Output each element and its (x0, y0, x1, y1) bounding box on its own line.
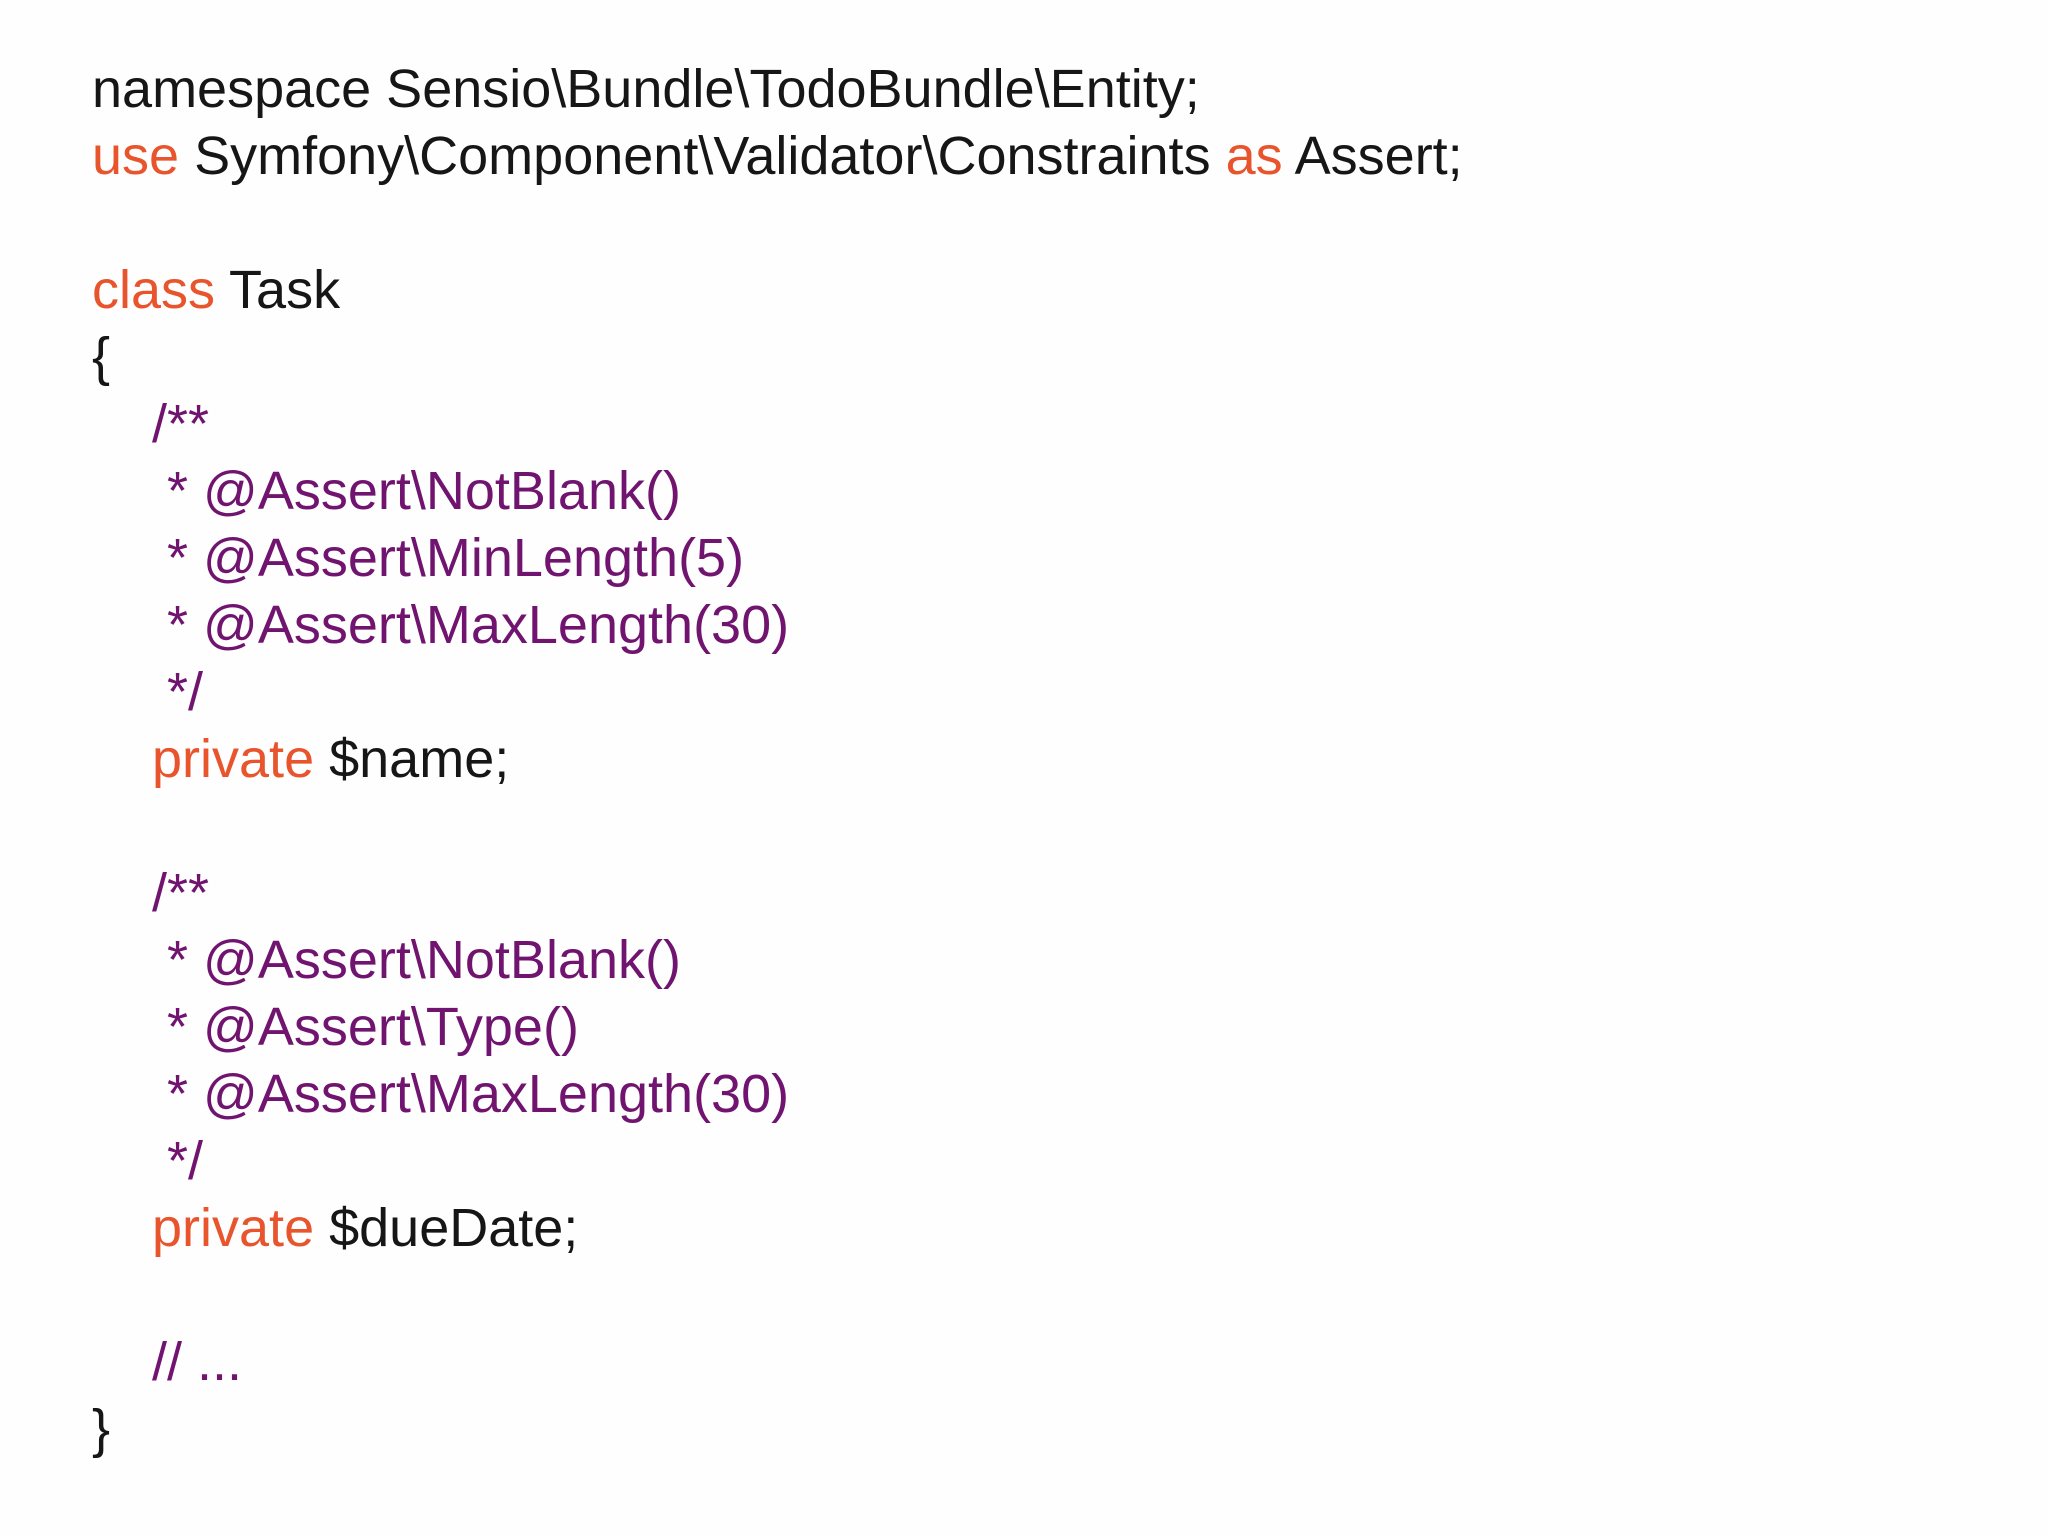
code-token-annotation: */ (92, 662, 204, 722)
code-token-annotation: * @Assert\Type() (92, 997, 579, 1057)
code-line: * @Assert\NotBlank() (92, 458, 2008, 525)
code-line: private $dueDate; (92, 1195, 2008, 1262)
code-token-annotation: */ (92, 1131, 204, 1191)
code-line: */ (92, 659, 2008, 726)
code-line: { (92, 324, 2008, 391)
code-line: namespace Sensio\Bundle\TodoBundle\Entit… (92, 56, 2008, 123)
code-token-annotation: * @Assert\MaxLength(30) (92, 595, 790, 655)
code-line: /** (92, 860, 2008, 927)
code-line: class Task (92, 257, 2008, 324)
code-token-default: Assert; (1282, 126, 1463, 186)
code-token-keyword: private (152, 729, 315, 789)
code-line: /** (92, 391, 2008, 458)
code-token-default: Symfony\Component\Validator\Constraints (179, 126, 1226, 186)
code-token-annotation: * @Assert\MaxLength(30) (92, 1064, 790, 1124)
code-token-annotation: * @Assert\NotBlank() (92, 461, 681, 521)
code-line: * @Assert\MinLength(5) (92, 525, 2008, 592)
code-token-keyword: private (152, 1198, 315, 1258)
code-line: use Symfony\Component\Validator\Constrai… (92, 123, 2008, 190)
code-line: private $name; (92, 726, 2008, 793)
code-token-default: { (92, 327, 111, 387)
code-line: */ (92, 1128, 2008, 1195)
code-token-keyword: class (92, 260, 216, 320)
code-line: * @Assert\MaxLength(30) (92, 1061, 2008, 1128)
code-token-default: $dueDate; (314, 1198, 579, 1258)
code-token-default: $name; (314, 729, 510, 789)
code-token-annotation: * @Assert\NotBlank() (92, 930, 681, 990)
code-token-default: Task (215, 260, 341, 320)
code-token-annotation: /** (92, 863, 210, 923)
code-snippet: namespace Sensio\Bundle\TodoBundle\Entit… (92, 56, 2008, 1463)
code-line (92, 190, 2008, 257)
code-token-annotation: * @Assert\MinLength(5) (92, 528, 745, 588)
code-token-keyword: use (92, 126, 180, 186)
code-line (92, 793, 2008, 860)
code-line: * @Assert\Type() (92, 994, 2008, 1061)
code-line (92, 1262, 2008, 1329)
code-line: } (92, 1396, 2008, 1463)
code-token-default: namespace Sensio\Bundle\TodoBundle\Entit… (92, 59, 1200, 119)
code-token-annotation: // ... (92, 1332, 243, 1392)
code-line: * @Assert\MaxLength(30) (92, 592, 2008, 659)
code-token-default (92, 729, 152, 789)
code-token-default: } (92, 1399, 111, 1459)
code-token-keyword: as (1225, 126, 1283, 186)
code-line: * @Assert\NotBlank() (92, 927, 2008, 994)
code-line: // ... (92, 1329, 2008, 1396)
code-token-default (92, 1198, 152, 1258)
code-token-annotation: /** (92, 394, 210, 454)
